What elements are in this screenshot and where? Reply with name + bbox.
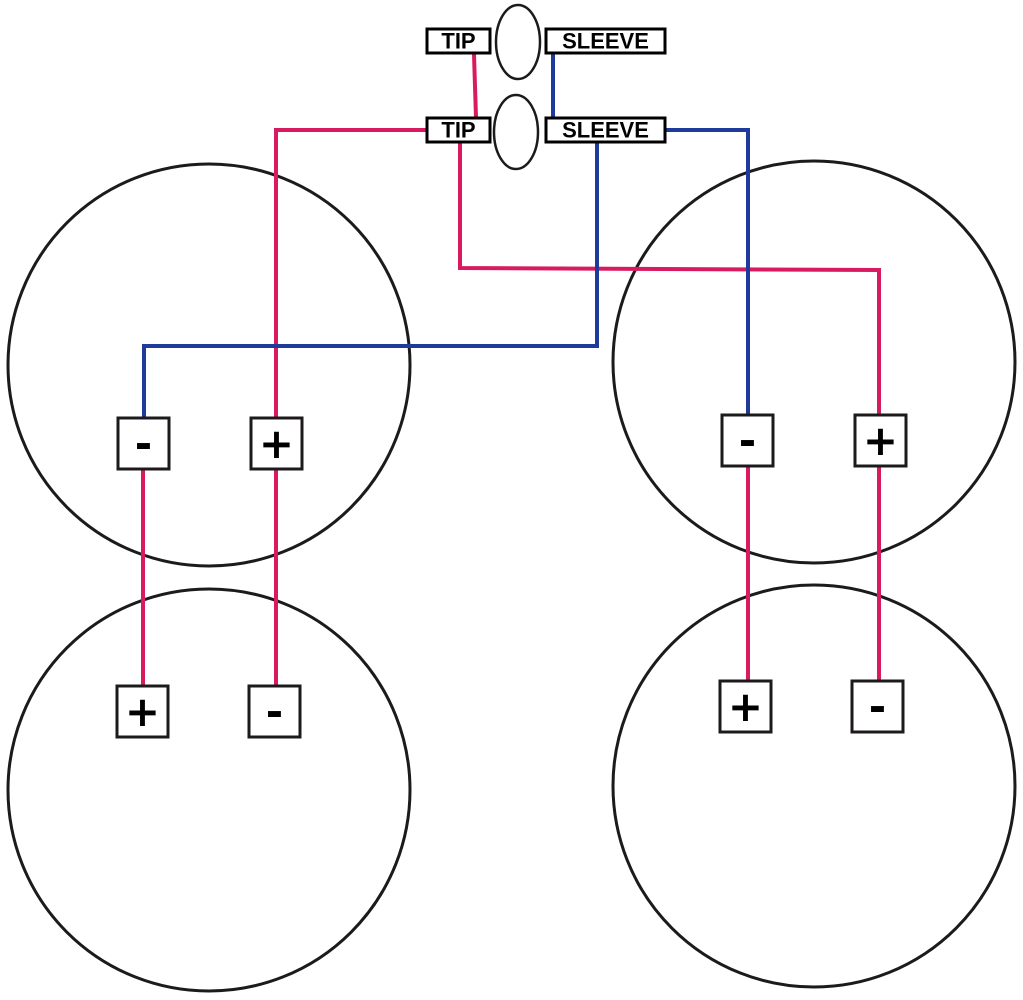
terminal-bottom-right-minus — [850, 679, 905, 734]
jack-lower-sleeve-label: SLEEVE — [562, 118, 649, 143]
terminal-top-right-minus — [720, 413, 775, 468]
terminal-top-left-plus-sign: + — [259, 419, 294, 468]
terminal-bottom-right-plus-sign: + — [728, 682, 763, 731]
terminal-top-right-minus-sign: - — [739, 416, 756, 465]
jack-upper-tip-label: TIP — [441, 29, 475, 54]
terminal-bottom-right-minus-sign: - — [869, 682, 886, 731]
terminal-top-right-plus — [853, 413, 908, 468]
terminal-top-left-minus-sign: - — [135, 419, 152, 468]
wire-tip-to-top-left-plus — [274, 128, 430, 419]
terminal-bottom-left-minus-sign: - — [266, 687, 283, 736]
jack-upper-tip-box — [425, 27, 492, 55]
terminal-bottom-left-plus-sign: + — [125, 687, 160, 736]
wire-tip-to-tip — [471, 51, 479, 121]
speaker-top-left — [6, 162, 412, 568]
jack-lower-sleeve-box — [544, 116, 667, 144]
terminal-bottom-right-plus — [718, 679, 773, 734]
speaker-bottom-right — [611, 583, 1017, 989]
terminal-top-left-plus — [249, 416, 304, 471]
jack-lower-tip-label: TIP — [441, 118, 475, 143]
terminal-bottom-left-plus — [115, 684, 170, 739]
terminal-top-left-minus — [116, 416, 171, 471]
speaker-top-right — [611, 159, 1017, 565]
jack-lower-ellipse — [492, 93, 540, 171]
jack-lower-tip-box — [425, 116, 492, 144]
speaker-bottom-left — [6, 587, 412, 993]
wire-sleeve-to-top-left-minus — [142, 141, 599, 419]
terminal-bottom-left-minus — [247, 684, 302, 739]
jack-upper-sleeve-label: SLEEVE — [562, 29, 649, 54]
wire-sleeve-to-top-right-minus — [663, 128, 750, 418]
jack-upper-ellipse — [494, 3, 542, 81]
terminal-top-right-plus-sign: + — [863, 416, 898, 465]
wire-tip-to-top-right-plus — [458, 141, 881, 418]
jack-upper-sleeve-box — [544, 27, 667, 55]
